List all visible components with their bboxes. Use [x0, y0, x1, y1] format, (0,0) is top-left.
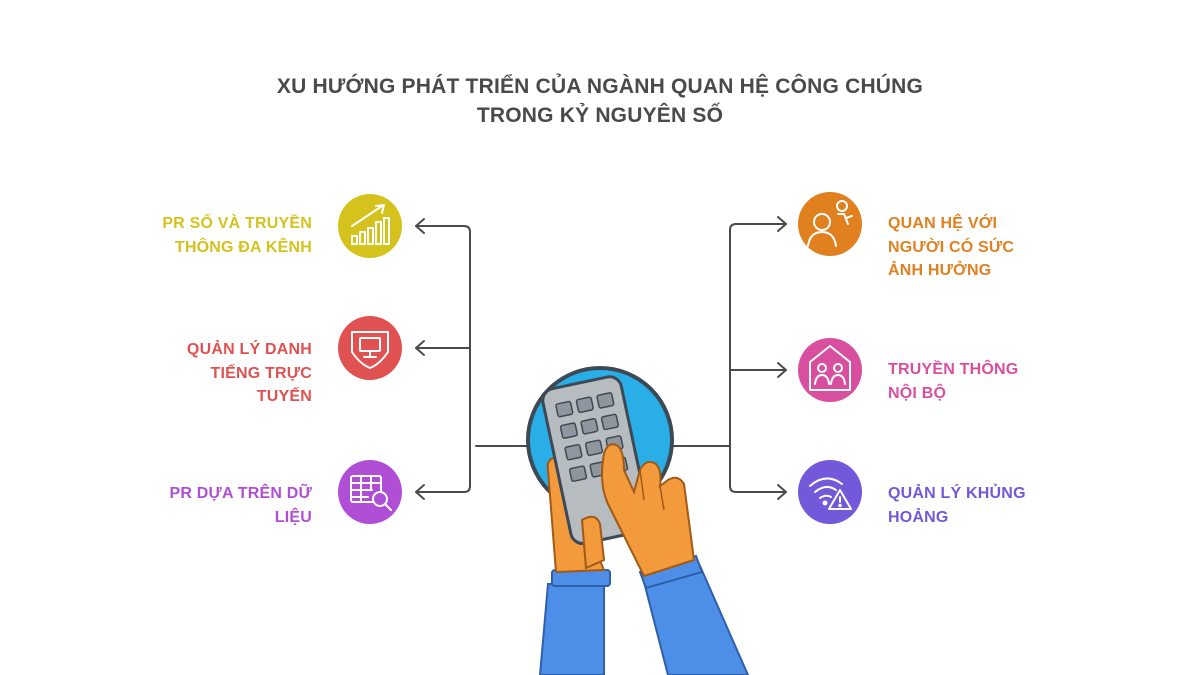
wifi-warning-icon: [809, 477, 852, 510]
label-quan-ly-khung-hoang: QUẢN LÝ KHỦNG HOẢNG: [888, 485, 1026, 526]
left-sleeve: [538, 583, 605, 675]
influencer-icon: [807, 200, 853, 247]
node-quan-ly-khung-hoang: [798, 460, 862, 524]
arrowhead-left-1: [415, 218, 425, 234]
arrowhead-right-1: [777, 216, 787, 232]
team-house-icon: [809, 345, 851, 391]
title-line-2: TRONG KỶ NGUYÊN SỐ: [476, 104, 724, 127]
label-pr-so: PR SỐ VÀ TRUYỀN THÔNG ĐA KÊNH: [162, 215, 312, 256]
du-lieu-circle: [338, 460, 402, 524]
data-search-icon: [350, 475, 392, 511]
node-quan-ly-danh-tieng: [338, 316, 402, 380]
connector-left-trunk: [415, 225, 529, 493]
arrowhead-left-3: [415, 484, 425, 500]
growth-chart-icon: [351, 204, 390, 245]
label-influencer: QUAN HỆ VỚI NGƯỜI CÓ SỨC ẢNH HƯỞNG: [888, 215, 1015, 279]
label-pr-du-lieu: PR DỰA TRÊN DỮ LIỆU: [169, 485, 312, 526]
node-truyen-thong-noi-bo: [798, 338, 862, 402]
node-pr-du-lieu: [338, 460, 402, 524]
monitor-shield-icon: [351, 331, 389, 369]
arrowhead-left-2: [415, 340, 425, 356]
noi-bo-circle: [798, 338, 862, 402]
diagram-title: XU HƯỚNG PHÁT TRIỂN CỦA NGÀNH QUAN HỆ CÔ…: [200, 72, 1000, 130]
right-finger-crease: [639, 469, 665, 511]
left-connectors: [415, 218, 529, 500]
arrowhead-right-3: [777, 484, 787, 500]
khung-hoang-circle: [798, 460, 862, 524]
title-line-1: XU HƯỚNG PHÁT TRIỂN CỦA NGÀNH QUAN HỆ CÔ…: [276, 75, 924, 98]
connector-right-trunk: [671, 223, 787, 493]
right-hand: [601, 443, 696, 578]
left-thumb: [580, 515, 606, 570]
calculator-keys: [555, 392, 629, 482]
arrowhead-right-2: [777, 362, 787, 378]
label-quan-ly-danh-tieng: QUẢN LÝ DANH TIẾNG TRỰC TUYẾN: [186, 341, 312, 405]
right-connectors: [671, 216, 787, 500]
label-truyen-thong-noi-bo: TRUYỀN THÔNG NỘI BỘ: [888, 361, 1019, 402]
node-pr-so: [338, 194, 402, 258]
pr-so-circle: [338, 194, 402, 258]
danh-tieng-circle: [338, 316, 402, 380]
node-influencer: [798, 192, 862, 256]
calculator-hands-illustration: [526, 366, 750, 675]
